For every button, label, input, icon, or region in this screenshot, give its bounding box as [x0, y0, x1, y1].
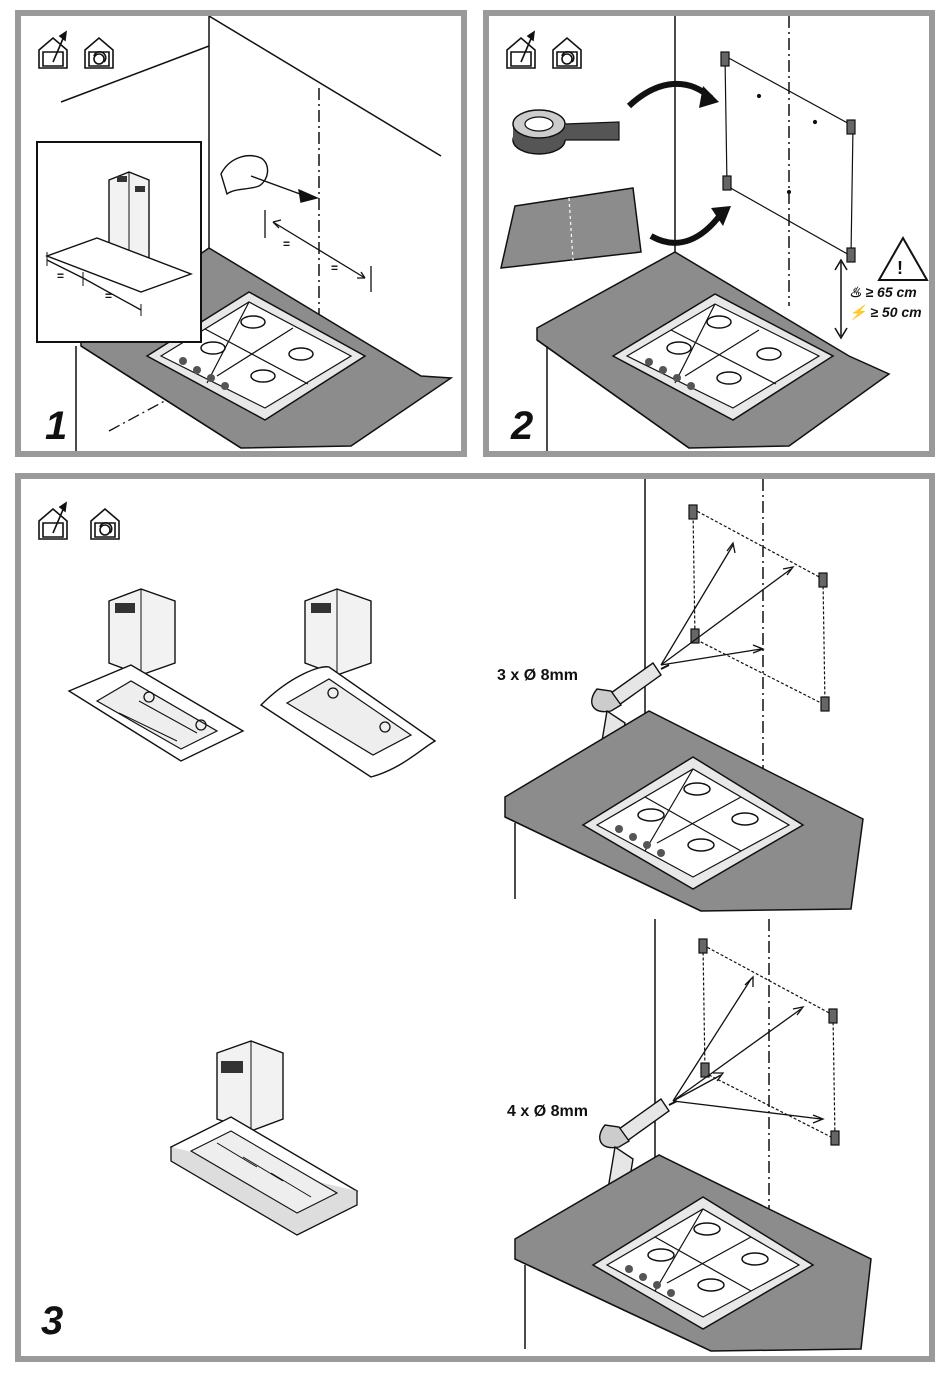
- hood-model-a: [69, 589, 243, 761]
- hood-inset: = =: [37, 142, 201, 342]
- distance-electric-label: ⚡ ≥ 50 cm: [849, 304, 922, 321]
- svg-text:=: =: [331, 261, 338, 275]
- step-number: 3: [41, 1301, 63, 1341]
- recirculation-mode-icon: [91, 509, 119, 539]
- step-3-illustration: [21, 479, 929, 1356]
- distance-gas-value: ≥ 65 cm: [865, 284, 916, 300]
- svg-text:=: =: [105, 289, 112, 303]
- hood-model-b: [261, 589, 435, 777]
- extraction-mode-icon: [39, 32, 67, 68]
- tape-roll-icon: [513, 110, 619, 154]
- dimension-lines: [265, 210, 371, 292]
- drill-spec-label-b: 4 x Ø 8mm: [507, 1103, 588, 1121]
- step-2-illustration: !: [489, 16, 929, 451]
- svg-text:=: =: [57, 269, 64, 283]
- step-1-illustration: = = = =: [21, 16, 461, 451]
- hand-marking-icon: [221, 156, 317, 202]
- hood-model-c: [171, 1041, 357, 1235]
- paper-template-icon: [501, 188, 641, 268]
- drill-spec-label-a: 3 x Ø 8mm: [497, 667, 578, 685]
- distance-arrow: [835, 260, 847, 338]
- step-2-panel: ! ♨ ≥ 65 cm ⚡ ≥ 50 cm 2: [483, 10, 935, 457]
- drill-arrows-lower: [673, 977, 823, 1123]
- step-number: 2: [511, 406, 533, 446]
- warning-triangle-icon: [879, 238, 927, 280]
- extraction-mode-icon: [39, 503, 67, 539]
- wall-template: [721, 52, 855, 262]
- extraction-mode-icon: [507, 32, 535, 68]
- warning-symbol: !: [897, 258, 903, 278]
- electric-icon: ⚡: [849, 304, 866, 320]
- gas-flame-icon: ♨: [849, 284, 862, 300]
- distance-gas-label: ♨ ≥ 65 cm: [849, 284, 917, 301]
- recirculation-mode-icon: [85, 38, 113, 68]
- step-number: 1: [45, 406, 67, 446]
- wall-template-upper: [689, 505, 829, 711]
- step-1-panel: = = = = 1: [15, 10, 467, 457]
- step-3-panel: 3 x Ø 8mm 4 x Ø 8mm 3: [15, 473, 935, 1362]
- distance-electric-value: ≥ 50 cm: [870, 304, 921, 320]
- drill-arrows-upper: [661, 543, 793, 665]
- svg-text:=: =: [283, 237, 290, 251]
- recirculation-mode-icon: [553, 38, 581, 68]
